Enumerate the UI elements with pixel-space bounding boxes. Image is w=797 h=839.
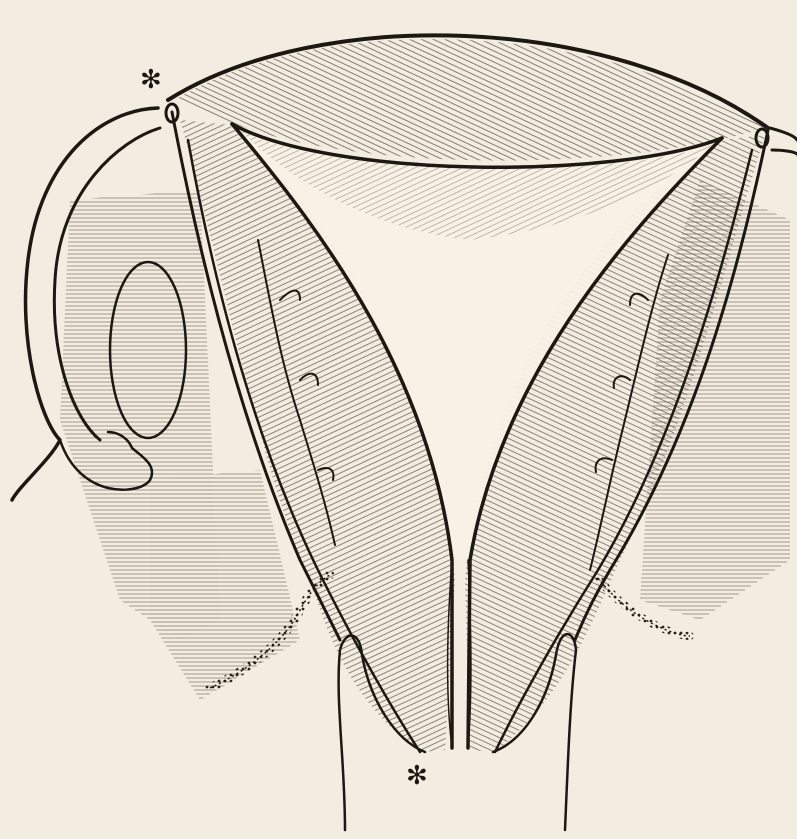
right-tube-stub — [770, 128, 797, 154]
asterisk-marker-left-horn: ✻ — [140, 65, 162, 95]
asterisk-marker-cervix: ✻ — [406, 761, 428, 791]
